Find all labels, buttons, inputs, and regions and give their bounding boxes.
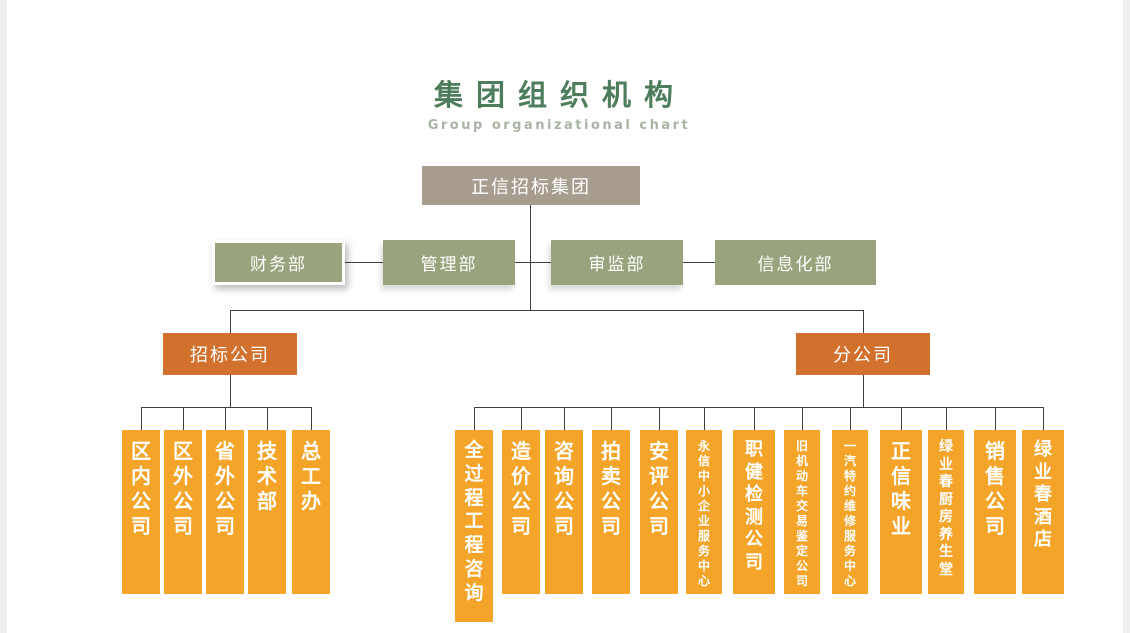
connector-line (141, 407, 142, 430)
org-child-label: 绿业春厨房养生堂 (938, 439, 953, 578)
org-child-label: 销售公司 (985, 439, 1005, 538)
connector-line (946, 407, 947, 430)
connector-line (704, 407, 705, 430)
org-child-label: 造价公司 (511, 439, 531, 538)
org-child-label: 拍卖公司 (601, 439, 621, 538)
connector-line (995, 407, 996, 430)
connector-line (530, 205, 531, 310)
org-node-group-branch: 分公司 (796, 333, 930, 375)
org-child-label: 全过程工程咨询 (464, 439, 484, 604)
org-child-node: 一汽特约维修服务中心 (832, 430, 868, 594)
org-child-label: 总工办 (301, 439, 321, 513)
org-child-label: 咨询公司 (554, 439, 574, 538)
org-node-department-informatization: 信息化部 (715, 240, 876, 285)
org-child-label: 区外公司 (173, 439, 193, 538)
connector-line (863, 310, 864, 333)
org-child-node: 绿业春厨房养生堂 (928, 430, 964, 594)
connector-line (267, 407, 268, 430)
org-child-node: 全过程工程咨询 (455, 430, 493, 622)
org-child-label: 技术部 (257, 439, 277, 513)
connector-line (515, 262, 551, 263)
connector-line (564, 407, 565, 430)
connector-line (230, 375, 231, 407)
org-child-node: 旧机动车交易鉴定公司 (784, 430, 820, 594)
org-child-node: 区内公司 (122, 430, 160, 594)
connector-line (754, 407, 755, 430)
org-child-node: 安评公司 (640, 430, 678, 594)
connector-line (901, 407, 902, 430)
org-child-label: 职健检测公司 (744, 439, 763, 573)
org-node-department-finance: 财务部 (212, 240, 345, 285)
org-child-label: 永信中小企业服务中心 (697, 439, 710, 588)
org-node-group-bidding: 招标公司 (163, 333, 297, 375)
page-edge (1123, 0, 1130, 633)
org-child-node: 技术部 (248, 430, 286, 594)
org-child-label: 正信味业 (891, 439, 911, 538)
org-child-node: 绿业春酒店 (1022, 430, 1064, 594)
connector-line (141, 407, 311, 408)
org-child-label: 区内公司 (131, 439, 151, 538)
connector-line (521, 407, 522, 430)
connector-line (863, 375, 864, 407)
org-child-node: 省外公司 (206, 430, 244, 594)
org-node-root: 正信招标集团 (422, 166, 640, 205)
org-child-node: 正信味业 (880, 430, 922, 594)
connector-line (802, 407, 803, 430)
page-edge (0, 0, 7, 633)
connector-line (683, 262, 715, 263)
org-child-node: 造价公司 (502, 430, 540, 594)
org-child-node: 区外公司 (164, 430, 202, 594)
connector-line (345, 262, 383, 263)
connector-line (611, 407, 612, 430)
org-child-label: 一汽特约维修服务中心 (843, 439, 856, 588)
org-node-department-audit: 审监部 (551, 240, 683, 285)
org-child-node: 咨询公司 (545, 430, 583, 594)
org-child-node: 总工办 (292, 430, 330, 594)
org-child-label: 绿业春酒店 (1033, 439, 1052, 550)
connector-line (1043, 407, 1044, 430)
org-child-node: 永信中小企业服务中心 (686, 430, 722, 594)
page-subtitle: Group organizational chart (427, 118, 691, 133)
connector-line (474, 407, 1043, 408)
org-child-node: 职健检测公司 (733, 430, 775, 594)
org-child-node: 拍卖公司 (592, 430, 630, 594)
connector-line (659, 407, 660, 430)
connector-line (230, 310, 863, 311)
connector-line (311, 407, 312, 430)
org-child-label: 省外公司 (215, 439, 235, 538)
connector-line (474, 407, 475, 430)
org-child-label: 安评公司 (649, 439, 669, 538)
connector-line (225, 407, 226, 430)
org-child-node: 销售公司 (974, 430, 1016, 594)
org-child-label: 旧机动车交易鉴定公司 (795, 439, 808, 588)
page-title: 集团组织机构 (433, 78, 686, 112)
connector-line (183, 407, 184, 430)
org-node-department-management: 管理部 (383, 240, 515, 285)
connector-line (850, 407, 851, 430)
connector-line (230, 310, 231, 333)
